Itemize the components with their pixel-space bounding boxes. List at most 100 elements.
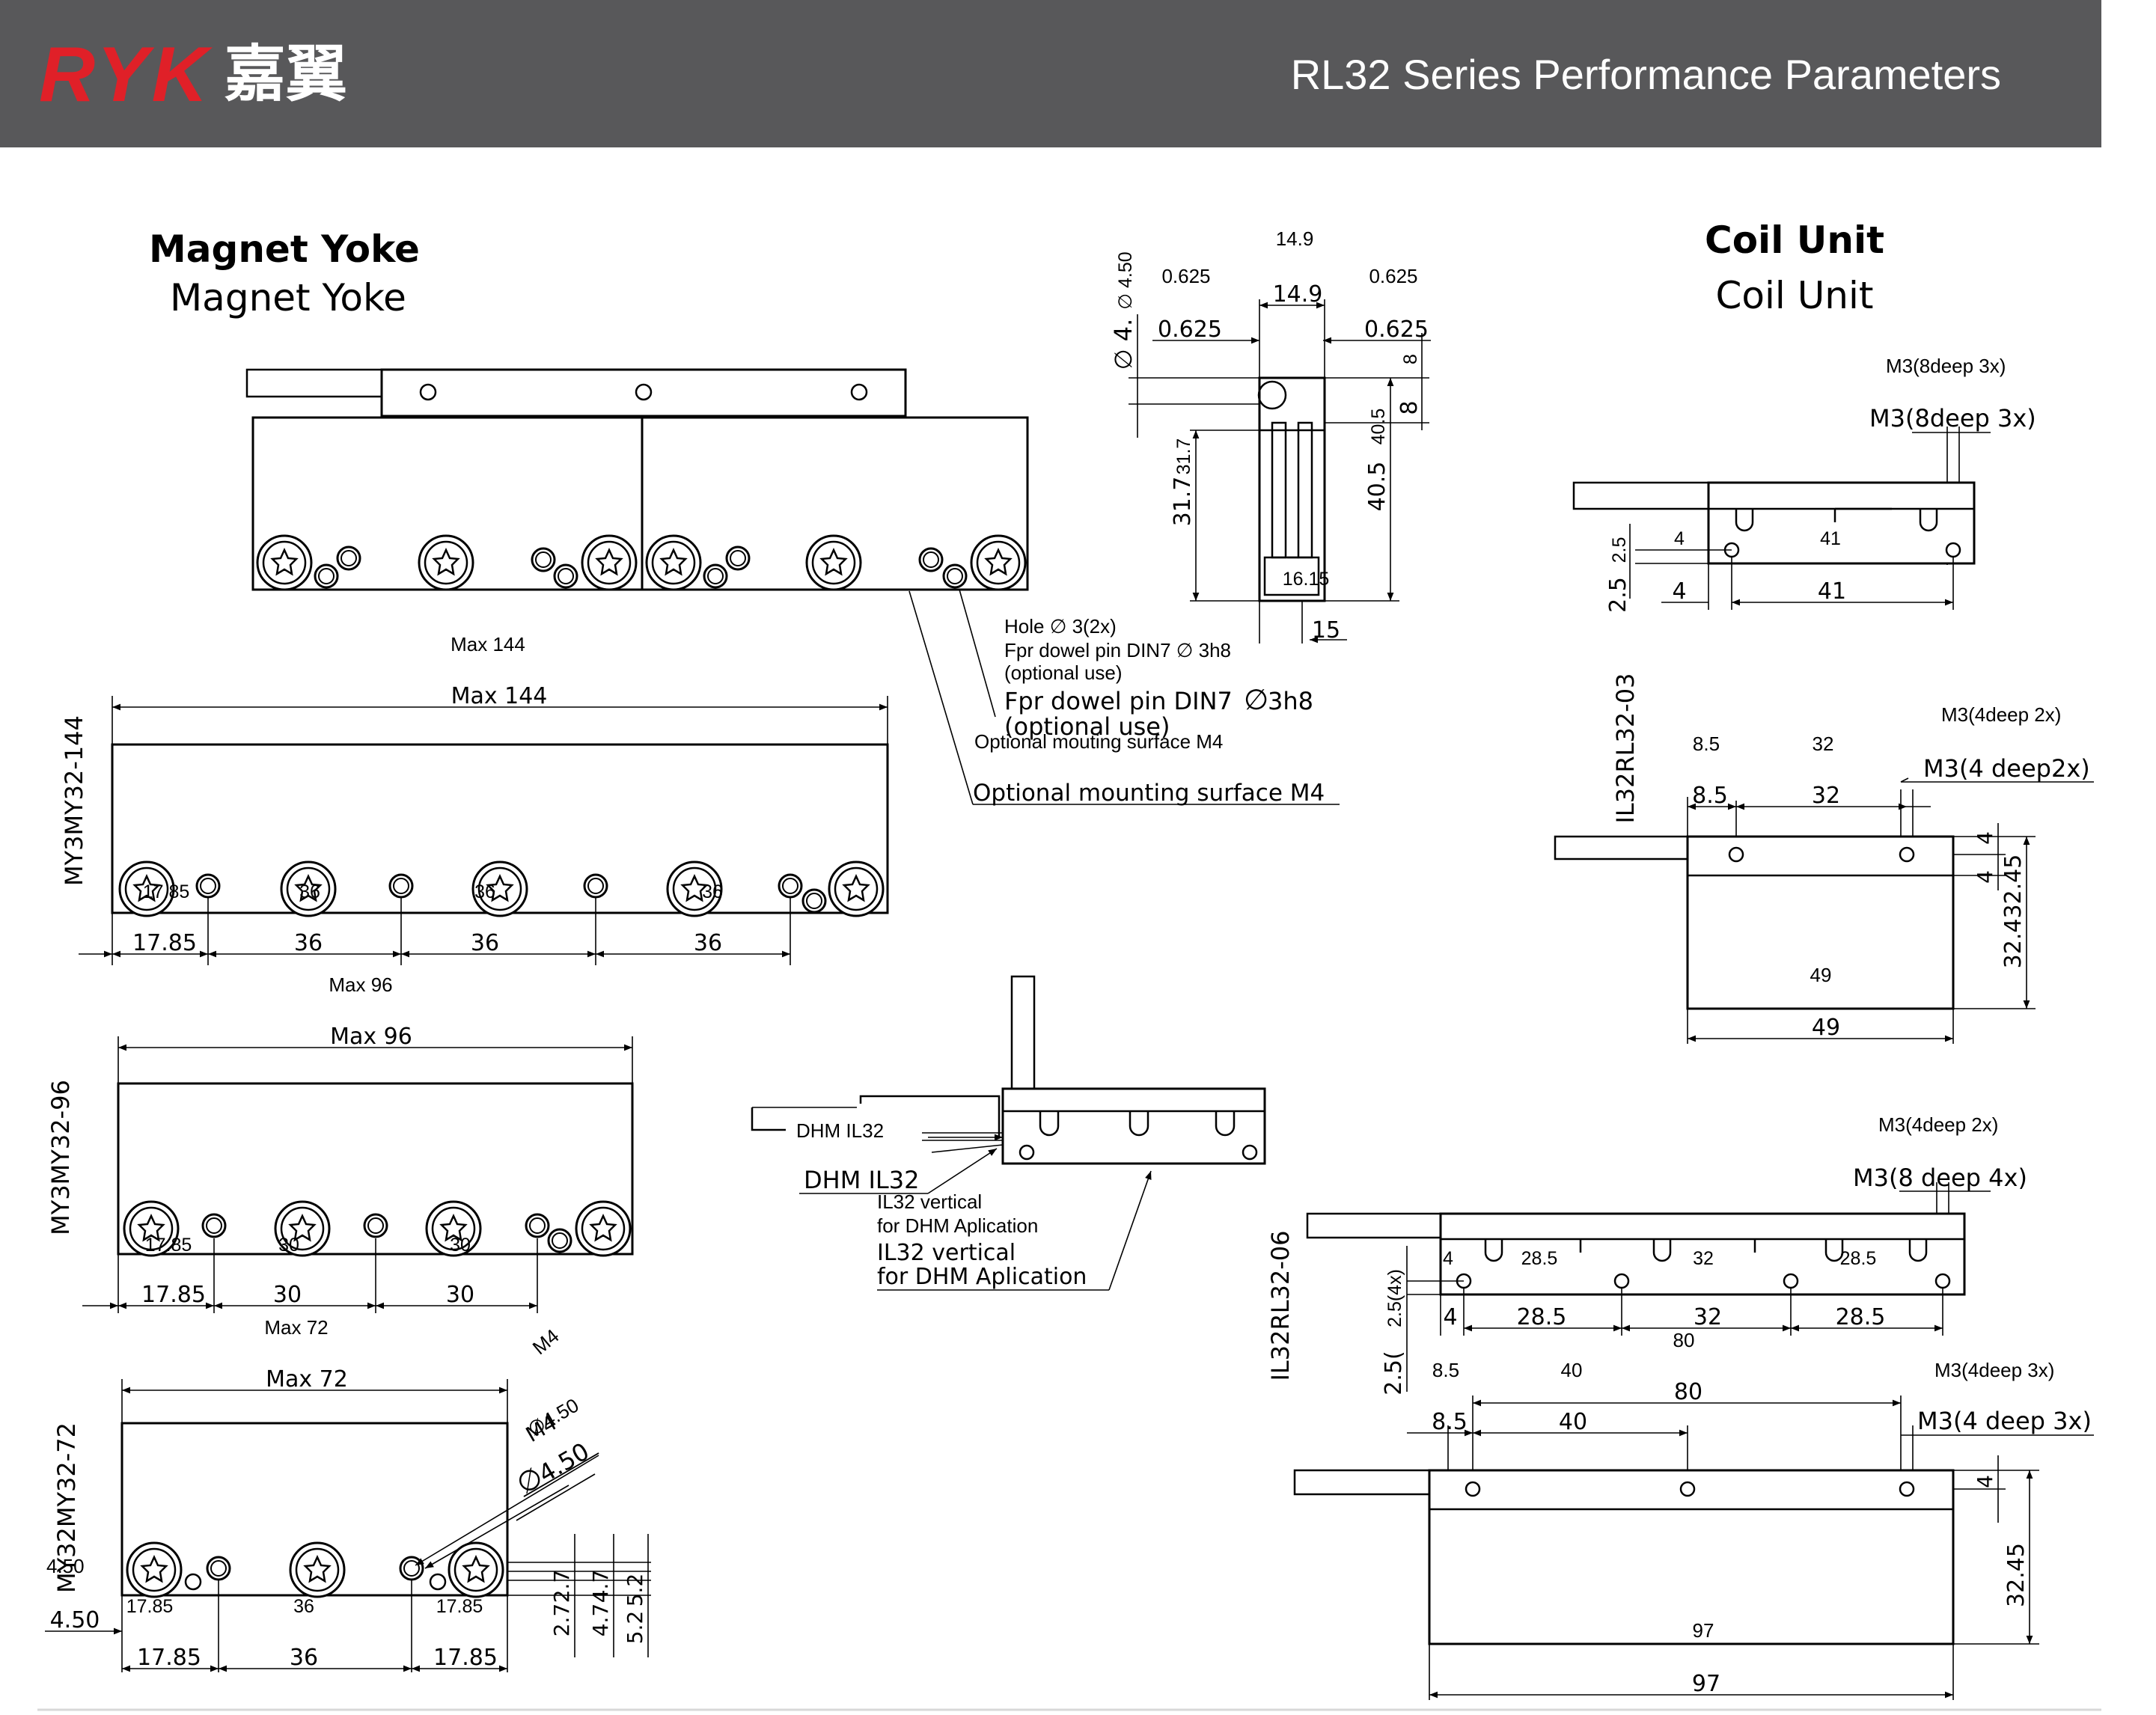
magnet-yoke-heading-1: Magnet Yoke [149, 227, 420, 271]
dhm-label-large: DHM IL32 [804, 1166, 919, 1194]
my96-max-large: Max 96 [330, 1024, 412, 1050]
torx-screw-icon [448, 1541, 504, 1598]
dhm-hole [1242, 1144, 1258, 1161]
my144-dim: 17.85 [132, 930, 197, 956]
my144-pitch: 36 [474, 881, 495, 902]
magnet-yoke-heading-2: Magnet Yoke [170, 276, 406, 320]
il06-dim: 28.5 [1517, 1304, 1567, 1330]
my32-96-view: Max 96 Max 96 MY3MY32-96 17.85 30 30 17.… [46, 973, 634, 1313]
torx-screw-icon [418, 534, 474, 591]
my72-left-large: 4.50 [50, 1607, 100, 1633]
top06-body [1428, 1469, 1955, 1645]
section-base [1263, 556, 1320, 596]
leader-line [931, 1144, 1004, 1153]
section-40-large: 40.5 [1364, 462, 1390, 512]
my72-right-dim: 4.7 [588, 1604, 613, 1637]
my72-right-dim: 2.7 [549, 1604, 574, 1637]
dhm-note-large-2: for DHM Aplication [877, 1264, 1087, 1290]
leader-line [908, 590, 974, 805]
top06-large-total: 80 [1674, 1379, 1702, 1405]
top03-large: 8.5 [1692, 783, 1728, 809]
top06-note-large: M3(4 deep 3x) [1917, 1407, 2092, 1435]
my144-pitch: 17.85 [143, 881, 190, 902]
il03-slot [1919, 509, 1938, 532]
dhm-assembly: DHM IL32 DHM IL32 IL32 vertical for DHM … [751, 975, 1266, 1291]
section-inner: 16.15 [1283, 569, 1330, 590]
il03-side-small: 41 [1820, 528, 1841, 549]
my96-pitch: 30 [278, 1235, 299, 1256]
top03-hole [1728, 846, 1744, 863]
section-8-large: 8 [1396, 400, 1423, 415]
il32-06-top-view: 8.5 40 M3(4deep 3x) 80 8.5 40 M3(4 deep … [1293, 1359, 2094, 1700]
dowel-hole-icon [336, 545, 361, 571]
top03-small: 32 [1813, 733, 1834, 755]
top03-right: 4 [1973, 870, 1997, 884]
top06-hole [1465, 1481, 1481, 1497]
il03-side-small: 2.5 [1609, 537, 1630, 563]
section-hole [1257, 380, 1287, 410]
torx-screw-icon [805, 534, 862, 591]
il06-label: IL32RL32-06 [1266, 1230, 1295, 1381]
section-right-large: 0.625 [1364, 317, 1429, 343]
il06-note-small: M3(4deep 2x) [1878, 1113, 1998, 1136]
dowel-hole-icon [201, 1213, 227, 1238]
my96-pitch: 17.85 [145, 1235, 192, 1256]
my96-max-small: Max 96 [329, 973, 392, 996]
note-optional-large: (optional use) [1004, 712, 1170, 741]
section-hole-small: ∅ 4.50 [1115, 251, 1136, 309]
top06-hole [1899, 1481, 1915, 1497]
my72-right-dim: 2.7 [549, 1570, 574, 1604]
my72-right-dim: 5.2 [623, 1574, 647, 1607]
section-view: 14.9 0.625 0.625 ∅ 4.50 14.9 0.625 0.625… [1109, 227, 1431, 643]
rail-hole [635, 383, 653, 401]
top03-note-large: M3(4 deep2x) [1923, 754, 2090, 783]
dowel-hole-icon [547, 1228, 572, 1253]
section-top-large: 14.9 [1273, 281, 1323, 308]
il03-side-large: 41 [1818, 578, 1846, 605]
coil-unit-heading-2: Coil Unit [1716, 274, 1874, 317]
il06-body [1439, 1212, 1966, 1296]
my144-dim: 36 [294, 930, 323, 956]
my72-max-large: Max 72 [266, 1366, 348, 1393]
section-left-large: 0.625 [1158, 317, 1222, 343]
il06-inner: 28.5 [1840, 1248, 1877, 1269]
il06-left-small: 2.5(4x) [1384, 1269, 1405, 1327]
dowel-hole-icon [363, 1213, 388, 1238]
il03-note-small: M3(8deep 3x) [1886, 355, 2006, 377]
dowel-hole-icon [801, 888, 827, 914]
note-dowel-large-size: 3h8 [1268, 687, 1313, 715]
dhm-cable [859, 1095, 1001, 1137]
top03-width-large: 49 [1812, 1015, 1840, 1041]
il03-cable [1572, 481, 1710, 510]
section-31-small: 31.7 [1173, 438, 1194, 475]
il06-dim: 4 [1443, 1304, 1457, 1330]
brand-latin: RYK [39, 31, 211, 118]
top03-right: 4 [1973, 831, 1997, 845]
my72-right-dim: 4.7 [588, 1570, 613, 1604]
small-hole [429, 1573, 447, 1591]
il06-cable [1306, 1212, 1442, 1239]
top06-width-large: 97 [1692, 1671, 1720, 1697]
my32-144-view: Max 144 Max 144 MY3MY32-144 17.85 36 36 … [60, 633, 889, 965]
top03-height: 32.432.45 [2000, 855, 2027, 969]
note-mount-large: Optional mounting surface M4 [973, 780, 1325, 807]
top06-hole [1679, 1481, 1696, 1497]
section-31-large: 31.7 [1170, 477, 1196, 527]
leader-line [1108, 1170, 1152, 1291]
my72-dim: 17.85 [137, 1645, 201, 1671]
il06-inner: 28.5 [1521, 1248, 1558, 1269]
dhm-slot [1039, 1111, 1060, 1137]
torx-screw-icon [581, 534, 638, 591]
torx-screw-icon [256, 534, 313, 591]
my96-dim: 17.85 [141, 1282, 206, 1308]
dowel-hole-icon [399, 1556, 424, 1581]
top03-width-small: 49 [1810, 964, 1832, 986]
section-hole-large: ∅ 4. [1109, 319, 1137, 370]
dhm-label-small: DHM IL32 [796, 1119, 884, 1142]
section-bottom: 15 [1312, 617, 1340, 643]
small-hole [184, 1573, 202, 1591]
torx-screw-icon [970, 534, 1027, 591]
brand-cjk: 嘉翼 [224, 39, 347, 110]
brand-logo: RYK 嘉翼 [39, 31, 347, 118]
note-dowel-large: Fpr dowel pin DIN7 [1004, 687, 1233, 715]
